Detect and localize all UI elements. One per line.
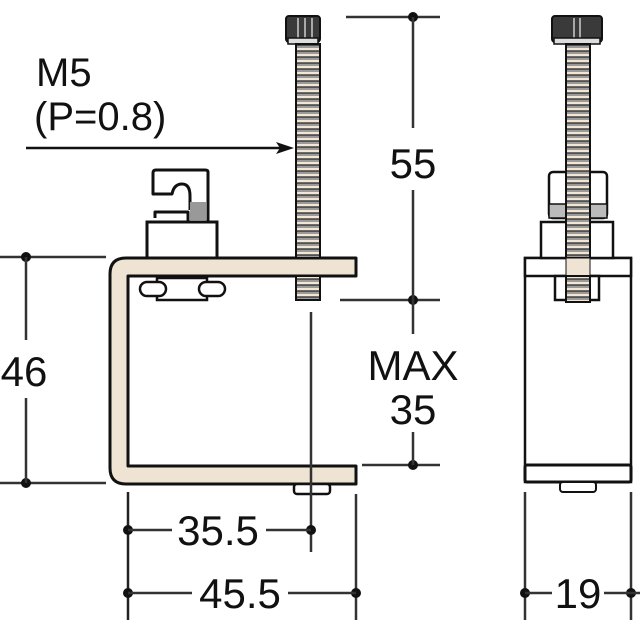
side-width-label: 19 xyxy=(555,570,602,617)
dim-side-width: 19 xyxy=(520,492,640,620)
c-bracket xyxy=(108,256,358,486)
dim-bolt-length: 55 xyxy=(340,12,440,305)
side-view xyxy=(523,15,633,493)
bracket-height-label: 46 xyxy=(1,348,48,395)
slot-clip xyxy=(138,276,227,302)
bolt-front xyxy=(285,15,321,301)
max-label: MAX xyxy=(367,342,458,389)
bolt-spec-callout: M5 (P=0.8) xyxy=(26,51,294,154)
max-opening-value: 35 xyxy=(390,386,437,433)
bolt-offset-label: 35.5 xyxy=(177,507,259,554)
dim-max-opening: MAX 35 xyxy=(362,300,459,470)
hook-fitting xyxy=(145,168,219,260)
dim-bracket-height: 46 xyxy=(0,252,106,488)
bolt-length-label: 55 xyxy=(390,140,437,187)
dim-widths: 35.5 45.5 xyxy=(123,492,361,620)
front-view xyxy=(108,15,358,552)
thread-pitch-label: (P=0.8) xyxy=(34,95,166,139)
thread-size-label: M5 xyxy=(36,51,92,95)
overall-width-label: 45.5 xyxy=(199,570,281,617)
